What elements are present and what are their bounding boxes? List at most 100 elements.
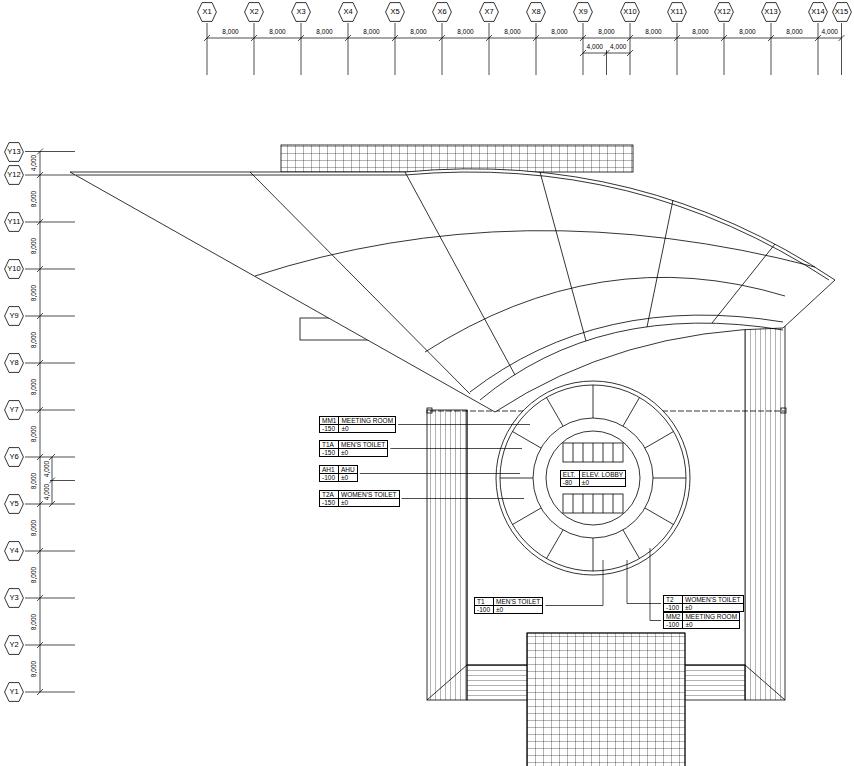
grid-bubble: Y3 xyxy=(4,588,24,608)
leader-line xyxy=(398,424,530,425)
room-tag: MM2MEETING ROOM-100±0 xyxy=(663,612,740,629)
grid-bubble: Y7 xyxy=(4,400,24,420)
leader-line xyxy=(545,560,603,606)
tower-ring xyxy=(496,381,690,575)
dimension-text: 8,000 xyxy=(30,424,37,442)
tag-text: MEN'S TOILET xyxy=(494,598,542,605)
dimension-line xyxy=(207,38,842,39)
bubble-hexagon xyxy=(5,401,24,420)
dimension-text: 8,000 xyxy=(315,28,333,35)
tag-text: MEETING ROOM xyxy=(339,417,395,424)
grid-line xyxy=(254,23,255,75)
tag-text: WOMEN'S TOILET xyxy=(683,596,743,603)
room-wall xyxy=(500,385,686,571)
tag-text: -150 xyxy=(320,424,339,432)
dimension-tick xyxy=(627,50,633,56)
tower-ring xyxy=(500,385,686,571)
dimension-text: 8,000 xyxy=(30,659,37,677)
leader-line xyxy=(650,548,661,621)
bubble-hexagon xyxy=(832,3,851,22)
grid-label: X13 xyxy=(764,8,777,16)
dimension-tick xyxy=(580,50,586,56)
bubble-hexagon xyxy=(245,3,264,22)
tag-text: -80 xyxy=(561,478,580,486)
grid-label: Y1 xyxy=(9,688,18,696)
grid-label: Y4 xyxy=(9,547,18,555)
grid-line xyxy=(724,23,725,75)
dimension-text: 8,000 xyxy=(456,28,474,35)
tag-text: -150 xyxy=(320,498,339,506)
grid-line xyxy=(442,23,443,75)
grid-line xyxy=(25,504,75,505)
dimension-text: 4,000 xyxy=(43,460,50,478)
dimension-text: 8,000 xyxy=(30,377,37,395)
grid-label: X2 xyxy=(249,8,258,16)
bubble-hexagon xyxy=(715,3,734,22)
bubble-hexagon xyxy=(5,636,24,655)
bubble-hexagon xyxy=(621,3,640,22)
dimension-text: 8,000 xyxy=(362,28,380,35)
elevator-wall xyxy=(573,443,613,462)
bubble-hexagon xyxy=(5,213,24,232)
leader-line xyxy=(402,498,524,499)
leader-lines xyxy=(360,425,661,621)
room-tag: T1AMEN'S TOILET-150±0 xyxy=(319,440,388,457)
dimension-tick xyxy=(49,501,55,507)
axis-mark xyxy=(781,408,786,413)
dimension-text: 4,000 xyxy=(821,28,839,35)
grid-line xyxy=(630,23,631,75)
grid-bubble: Y8 xyxy=(4,353,24,373)
grid-line xyxy=(25,457,75,458)
tag-text: MEETING ROOM xyxy=(683,613,739,620)
grid-label: Y5 xyxy=(9,500,18,508)
bubble-hexagon xyxy=(527,3,546,22)
grid-line xyxy=(25,151,75,152)
grid-label: X7 xyxy=(484,8,493,16)
bubble-hexagon xyxy=(339,3,358,22)
canopy-outline xyxy=(70,169,835,412)
grid-bubble: X10 xyxy=(620,2,640,22)
bubble-hexagon xyxy=(5,495,24,514)
skylight-grid xyxy=(281,145,633,172)
grid-bubble: X4 xyxy=(338,2,358,22)
dimension-text: 8,000 xyxy=(30,236,37,254)
grid-label: Y7 xyxy=(9,406,18,414)
grid-label: Y3 xyxy=(9,594,18,602)
grid-line xyxy=(25,551,75,552)
bubble-hexagon xyxy=(198,3,217,22)
grid-bubble: Y9 xyxy=(4,306,24,326)
tag-text: ±0 xyxy=(339,448,387,456)
grid-label: X3 xyxy=(296,8,305,16)
grid-line xyxy=(536,23,537,75)
grid-label: X11 xyxy=(671,8,684,16)
grid-line xyxy=(677,23,678,75)
dimension-text: 8,000 xyxy=(30,471,37,489)
tag-text: -100 xyxy=(320,473,339,481)
elevator-bank xyxy=(563,443,623,462)
canopy-arc xyxy=(425,277,785,352)
tag-text: T1 xyxy=(475,598,494,605)
side-strip xyxy=(745,326,785,700)
tag-text: T1A xyxy=(320,441,339,448)
tag-text: ±0 xyxy=(339,498,399,506)
grid-bubble: X12 xyxy=(714,2,734,22)
elevator-wall xyxy=(573,494,613,513)
tag-text: MM1 xyxy=(320,417,339,424)
bubble-hexagon xyxy=(5,354,24,373)
tag-text: ±0 xyxy=(494,605,542,613)
grid-label: Y10 xyxy=(7,265,20,273)
dimension-text: 8,000 xyxy=(409,28,427,35)
bubble-hexagon xyxy=(480,3,499,22)
dimension-text: 8,000 xyxy=(597,28,615,35)
tag-text: -100 xyxy=(664,620,683,628)
dimension-text: 8,000 xyxy=(691,28,709,35)
bubble-hexagon xyxy=(5,166,24,185)
grid-label: X6 xyxy=(437,8,446,16)
grid-bubble: X2 xyxy=(244,2,264,22)
dimension-tick xyxy=(49,478,55,484)
grid-label: X10 xyxy=(623,8,636,16)
dimension-text: 8,000 xyxy=(30,518,37,536)
dimension-text: 4,000 xyxy=(43,483,50,501)
dimension-text: 4,000 xyxy=(609,43,627,50)
room-tag: ELT.ELEV. LOBBY-80±0 xyxy=(560,470,626,487)
